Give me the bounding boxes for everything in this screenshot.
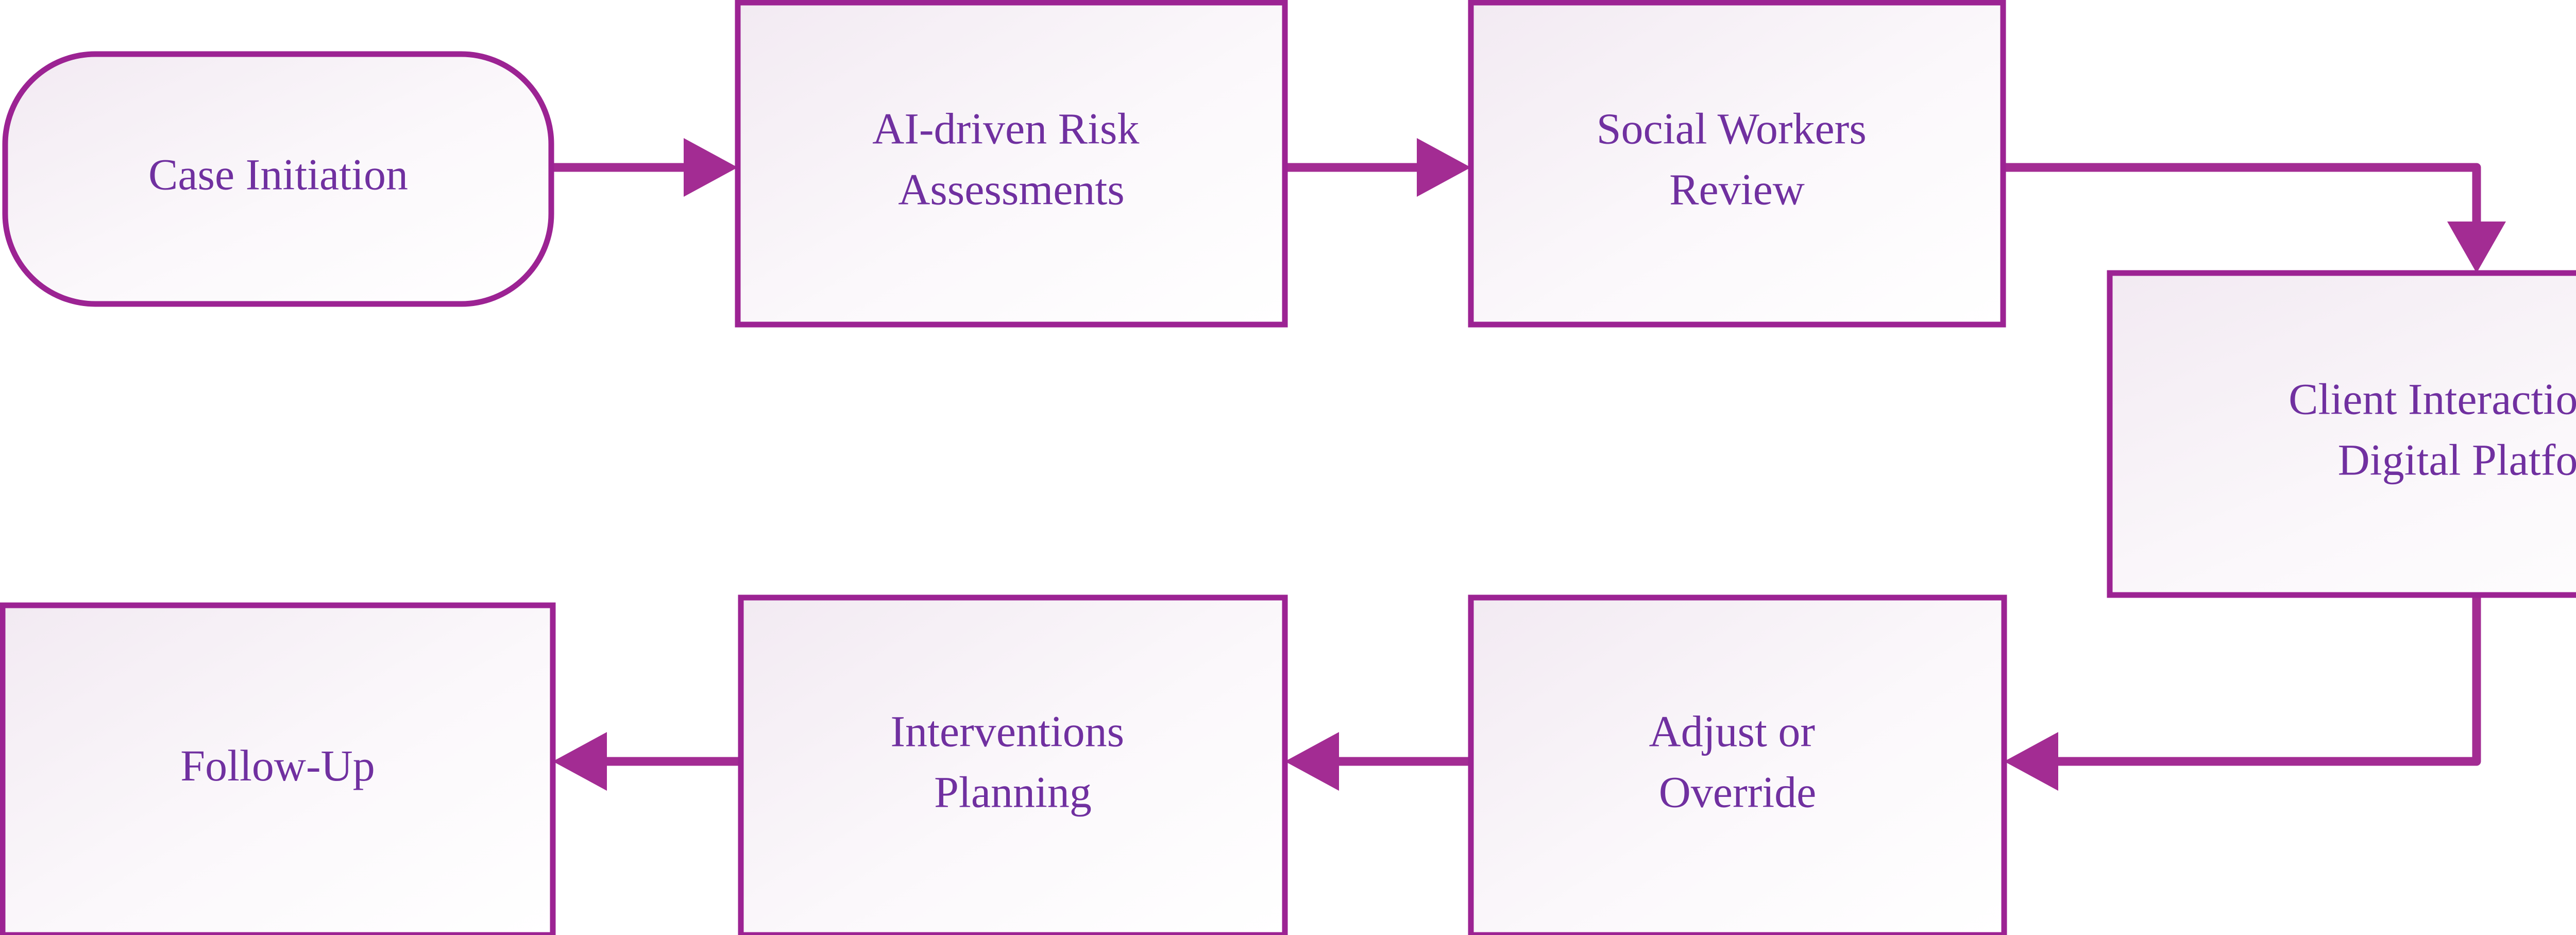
- node-label-line: Case Initiation: [148, 149, 408, 199]
- node-ai-driven-risk-assessments[interactable]: AI-driven Risk Assessments: [735, 0, 1288, 328]
- node-label-line: Planning: [934, 767, 1092, 817]
- node-label: Client Interactions via Digital Platform…: [2289, 374, 2576, 484]
- edge-ai-driven-risk-assessments-to-social-workers-review: [1280, 138, 1471, 197]
- arrowhead-left-icon: [2004, 732, 2058, 791]
- node-adjust-or-override[interactable]: Adjust or Override: [1468, 594, 2007, 935]
- node-label: Adjust or Override: [1649, 706, 1826, 817]
- edge-line: [2051, 590, 2481, 766]
- node-shape[interactable]: [2, 51, 554, 307]
- arrowhead-right-icon: [1417, 138, 1471, 197]
- node-label-line: Social Workers: [1597, 104, 1867, 153]
- node-label: Follow-Up: [180, 741, 375, 790]
- node-label-line: Interventions: [890, 706, 1124, 756]
- node-label-line: AI-driven Risk: [872, 104, 1139, 153]
- node-label-line: Follow-Up: [180, 741, 375, 790]
- node-label-line: Assessments: [898, 164, 1125, 214]
- node-shape[interactable]: [738, 594, 1288, 935]
- node-shape[interactable]: [735, 0, 1288, 328]
- node-label-line: Client Interactions via: [2289, 374, 2576, 423]
- node-label: AI-driven Risk Assessments: [872, 104, 1150, 214]
- edge-interventions-planning-to-follow-up: [553, 732, 745, 791]
- node-label: Interventions Planning: [890, 706, 1135, 817]
- edge-layer: [546, 138, 2506, 791]
- node-shape[interactable]: [1468, 0, 2006, 328]
- node-case-initiation[interactable]: Case Initiation: [2, 51, 554, 307]
- node-shape[interactable]: [2107, 270, 2576, 598]
- node-label: Social Workers Review: [1597, 104, 1878, 214]
- node-shape[interactable]: [1468, 594, 2007, 935]
- arrowhead-down-icon: [2447, 222, 2506, 273]
- node-social-workers-review[interactable]: Social Workers Review: [1468, 0, 2006, 328]
- node-label-line: Digital Platforms: [2338, 435, 2576, 484]
- node-shape[interactable]: [0, 602, 556, 935]
- edge-line: [1998, 163, 2481, 227]
- node-interventions-planning[interactable]: Interventions Planning: [738, 594, 1288, 935]
- arrowhead-right-icon: [684, 138, 738, 197]
- node-label-line: Override: [1659, 767, 1817, 817]
- edge-adjust-or-override-to-interventions-planning: [1285, 732, 1476, 791]
- node-label-line: Adjust or: [1649, 706, 1816, 756]
- node-follow-up[interactable]: Follow-Up: [0, 602, 556, 935]
- node-label: Case Initiation: [148, 149, 408, 199]
- node-label-line: Review: [1669, 164, 1805, 214]
- node-client-interactions-via-digital-platforms[interactable]: Client Interactions via Digital Platform…: [2107, 270, 2576, 598]
- edge-client-interactions-to-adjust-or-override: [2004, 590, 2481, 791]
- arrowhead-left-icon: [553, 732, 607, 791]
- edge-case-initiation-to-ai-driven-risk-assessments: [546, 138, 738, 197]
- arrowhead-left-icon: [1285, 732, 1339, 791]
- edge-social-workers-review-to-client-interactions: [1998, 163, 2506, 273]
